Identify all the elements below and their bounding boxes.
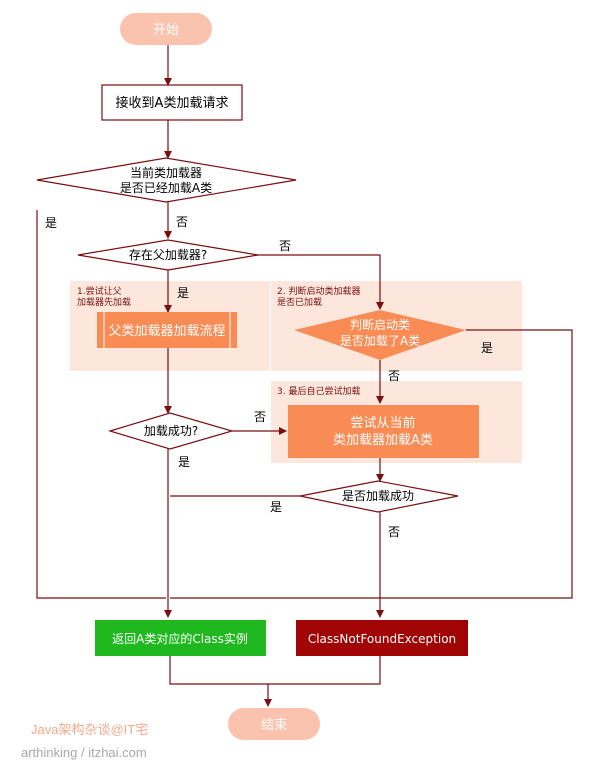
bootstrap-label-1: 判断启动类 <box>350 317 410 332</box>
end-node <box>228 708 320 740</box>
bootstrap-label-2: 是否加载了A类 <box>340 334 420 348</box>
start-node <box>120 13 212 45</box>
edge-parent-no <box>228 254 384 310</box>
load-ok-label: 加载成功? <box>144 424 198 438</box>
group-parent-label: 1.尝试让父 <box>77 285 122 297</box>
load-ok-decision <box>107 412 235 450</box>
edge-bootstrap-yes <box>170 329 573 599</box>
start-label: 开始 <box>153 23 179 38</box>
label-check-yes: 是 <box>45 216 57 230</box>
label-ok-yes: 是 <box>178 455 190 469</box>
check-loaded-decision <box>36 157 297 203</box>
group-self-label: 3. 最后自己尝试加载 <box>277 385 360 397</box>
receive-request-node <box>101 84 243 121</box>
return-class-label: 返回A类对应的Class实例 <box>112 631 248 646</box>
self-load-node <box>288 405 479 458</box>
parent-flow-node <box>97 312 237 348</box>
label-parent-yes: 是 <box>177 286 189 300</box>
is-success-decision <box>299 480 459 513</box>
bootstrap-decision <box>294 310 466 360</box>
has-parent-label: 存在父加载器? <box>129 248 207 262</box>
label-bootstrap-no: 否 <box>388 369 400 383</box>
watermark-url: arthinking / itzhai.com <box>21 745 147 760</box>
edge-return-end <box>169 656 272 707</box>
end-label: 结束 <box>261 718 287 733</box>
check-loaded-label-1: 当前类加载器 <box>130 165 202 180</box>
check-loaded-label-2: 是否已经加载A类 <box>120 181 212 195</box>
edge-check-yes <box>36 210 166 599</box>
label-parent-no: 否 <box>279 239 291 253</box>
label-success-no: 否 <box>388 525 400 539</box>
watermark-title: Java架构杂谈@IT宅 <box>31 722 148 737</box>
not-found-label: ClassNotFoundException <box>308 632 456 646</box>
edge-notfound-end <box>268 656 381 685</box>
is-success-label: 是否加载成功 <box>342 489 414 503</box>
return-class-node <box>95 620 266 656</box>
label-success-yes: 是 <box>270 500 282 514</box>
self-load-label-2: 类加载器加载A类 <box>333 433 433 448</box>
group-bootstrap-label-2: 是否已加载 <box>277 296 322 308</box>
label-ok-no: 否 <box>254 410 266 424</box>
has-parent-decision <box>77 239 259 271</box>
self-load-label-1: 尝试从当前 <box>350 415 415 431</box>
group-bootstrap-label: 2. 判断启动类加载器 <box>277 285 360 297</box>
label-bootstrap-yes: 是 <box>481 341 493 355</box>
parent-flow-label: 父类加载器加载流程 <box>108 324 225 339</box>
label-check-no: 否 <box>176 215 188 229</box>
receive-request-label: 接收到A类加载请求 <box>116 95 229 111</box>
not-found-node <box>296 620 468 656</box>
group-parent-label-2: 加载器先加载 <box>77 296 131 308</box>
